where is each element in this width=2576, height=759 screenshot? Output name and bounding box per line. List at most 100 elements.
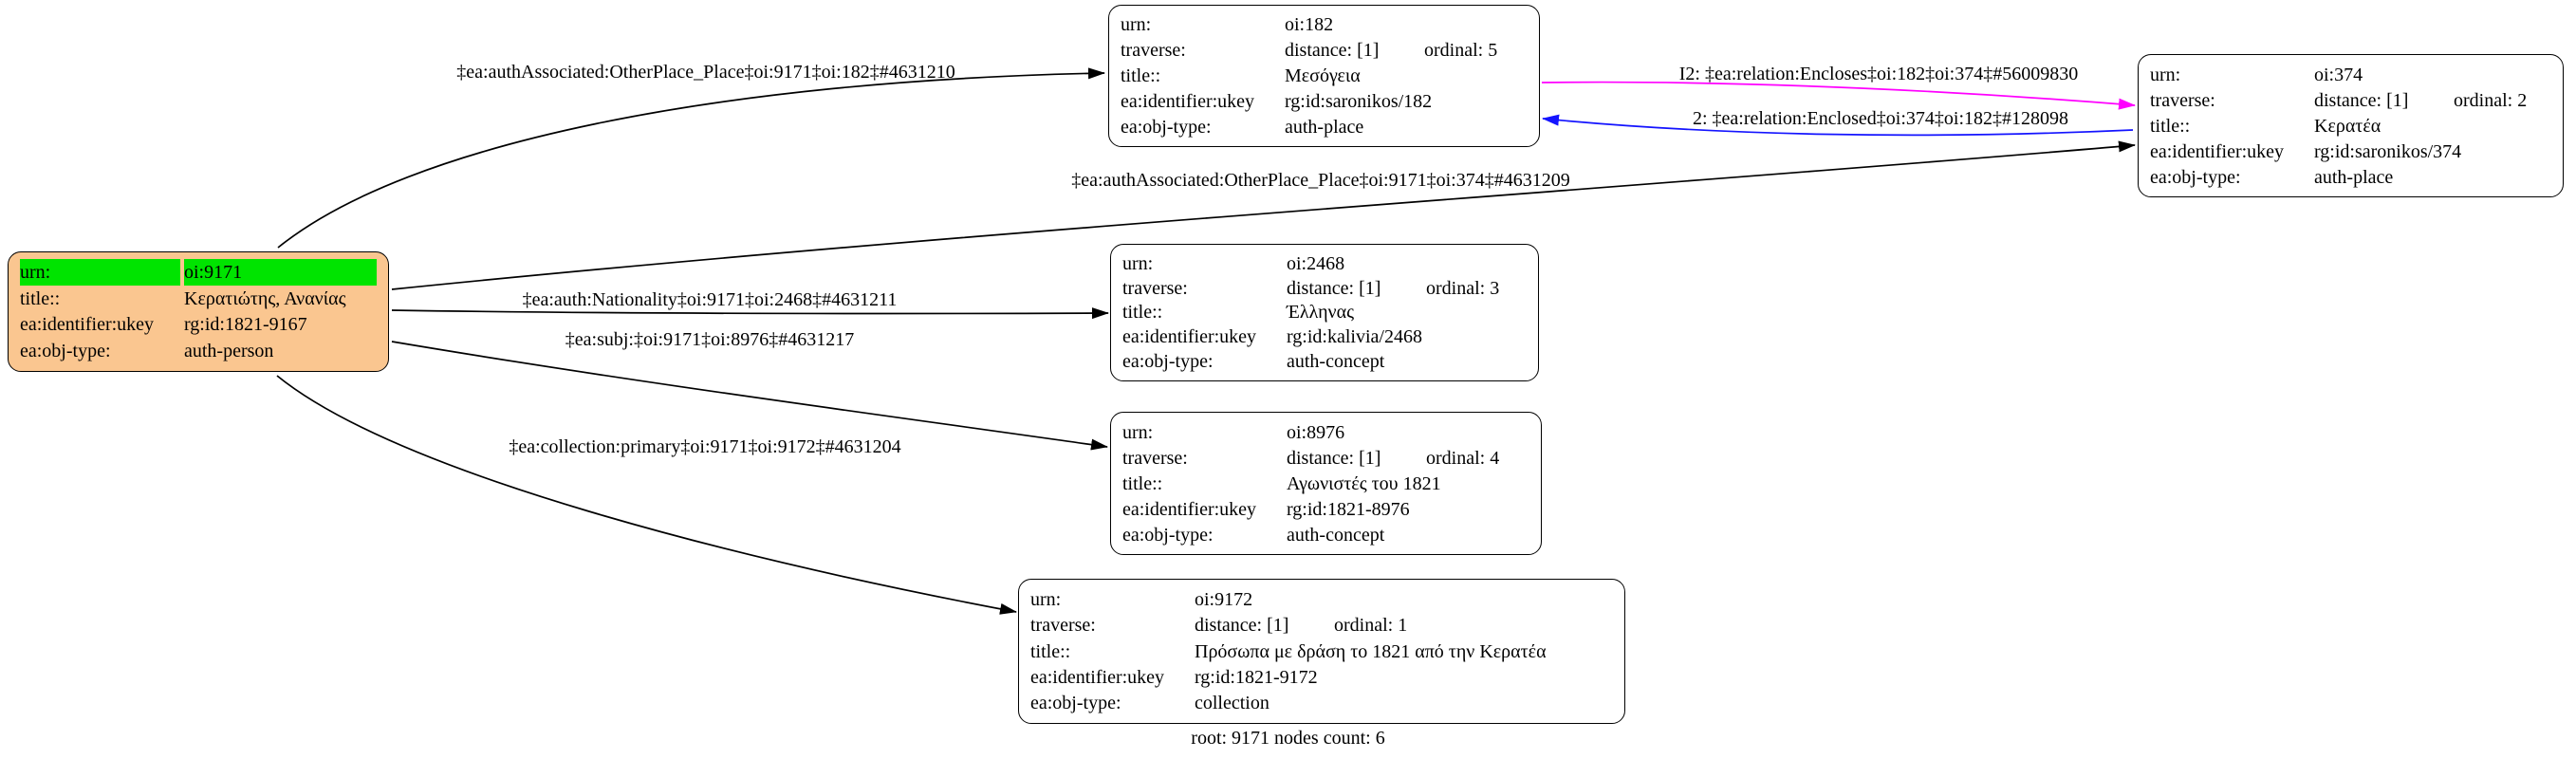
row-value: rg:id:saronikos/182 — [1285, 90, 1433, 112]
row-value-group: distance: [1] ordinal: 3 — [1287, 276, 1527, 301]
node-8976-row-2: title::Αγωνιστές του 1821 — [1122, 471, 1529, 496]
node-182-row-4: ea:obj-type:auth-place — [1121, 114, 1528, 139]
row-value: collection — [1195, 693, 1269, 714]
row-value: auth-concept — [1287, 351, 1385, 373]
edge-9171-182-label: ‡ea:authAssociated:OtherPlace_Place‡oi:9… — [456, 62, 954, 83]
node-9171-row-3: ea:obj-type: auth-person — [20, 338, 377, 364]
row-value-ordinal: ordinal: 1 — [1334, 615, 1408, 637]
edge-9171-9172-line — [276, 375, 1017, 615]
row-value: distance: [1] — [1287, 277, 1381, 299]
node-182-row-2: title::Μεσόγεια — [1121, 64, 1528, 89]
node-9172-row-4: ea:obj-type: collection — [1030, 691, 1613, 716]
row-key: urn: — [20, 259, 180, 286]
node-2468-row-0: urn:oi:2468 — [1122, 251, 1527, 276]
edge-182-374-line — [1541, 81, 2136, 110]
row-key: urn: — [1030, 588, 1062, 610]
row-value: distance: [1] — [2314, 89, 2409, 111]
node-182-row-0: urn: oi:182 — [1121, 12, 1528, 38]
node-2468-row-2: title::Έλληνας — [1122, 301, 1527, 325]
node-182[interactable]: urn: oi:182 traverse: distance: [1] ordinal:… — [1108, 5, 1540, 147]
edge-9171-182-line — [277, 67, 1105, 249]
row-key: ea:identifier:ukey — [20, 314, 155, 336]
row-value: Μεσόγεια — [1285, 65, 1361, 86]
edge-182-374-label: I2: ‡ea:relation:Encloses‡oi:182‡oi:374‡… — [1679, 64, 2079, 84]
row-key: title:: — [1122, 302, 1163, 324]
row-value-ordinal: ordinal: 5 — [1424, 40, 1498, 62]
edge-9171-9172-label: ‡ea:collection:primary‡oi:9171‡oi:9172‡#… — [509, 436, 900, 457]
row-key: traverse: — [1122, 277, 1188, 299]
row-key: urn: — [1121, 14, 1152, 36]
node-8976-row-1: traverse: distance: [1] ordinal: 4 — [1122, 445, 1529, 471]
row-value: rg:id:saronikos/374 — [2314, 140, 2462, 162]
node-182-row-1: traverse: distance: [1] ordinal: 5 — [1121, 38, 1528, 64]
node-374-row-1: traverse: distance: [1] ordinal: 2 — [2150, 87, 2551, 113]
edge-9171-8976-label: ‡ea:subj:‡oi:9171‡oi:8976‡#4631217 — [565, 329, 854, 350]
row-value: rg:id:1821-9167 — [184, 314, 307, 336]
node-8976-row-0: urn:oi:8976 — [1122, 419, 1529, 445]
row-value-group: distance: [1] ordinal: 2 — [2314, 87, 2551, 113]
row-key: ea:identifier:ukey — [1122, 498, 1257, 520]
row-value: oi:9171 — [184, 259, 377, 286]
row-key: title:: — [1030, 640, 1071, 662]
row-key: title:: — [1122, 472, 1163, 494]
row-value: distance: [1] — [1287, 447, 1381, 469]
row-key: ea:obj-type: — [2150, 166, 2241, 188]
row-key: traverse: — [1122, 447, 1188, 469]
node-9172-row-1: traverse:distance: [1]ordinal: 1 — [1030, 612, 1613, 638]
row-key: ea:obj-type: — [1030, 693, 1121, 714]
row-key: ea:obj-type: — [1122, 524, 1214, 546]
row-value-ordinal: ordinal: 4 — [1426, 447, 1500, 469]
edge-9171-8976-line — [391, 341, 1108, 451]
row-value: auth-person — [184, 341, 274, 362]
node-8976-row-4: ea:obj-type:auth-concept — [1122, 522, 1529, 547]
row-value: auth-place — [2314, 166, 2394, 188]
node-374-row-4: ea:obj-type: auth-place — [2150, 164, 2551, 190]
node-374[interactable]: urn: oi:374 traverse: distance: [1] ordinal:… — [2138, 54, 2564, 197]
node-2468-row-1: traverse: distance: [1] ordinal: 3 — [1122, 276, 1527, 301]
edge-9171-2468-label: ‡ea:auth:Nationality‡oi:9171‡oi:2468‡#46… — [523, 289, 898, 310]
node-9171-row-2: ea:identifier:ukey rg:id:1821-9167 — [20, 312, 377, 339]
row-value: auth-place — [1285, 116, 1364, 138]
row-key: traverse: — [1121, 40, 1186, 62]
row-key: ea:identifier:ukey — [2150, 140, 2285, 162]
row-value: Έλληνας — [1287, 302, 1354, 324]
row-key: traverse: — [2150, 89, 2215, 111]
row-value-group: distance: [1] ordinal: 1 — [1195, 612, 1613, 638]
row-key: urn: — [2150, 64, 2181, 85]
edge-9171-374-label: ‡ea:authAssociated:OtherPlace_Place‡oi:9… — [1071, 170, 1569, 191]
row-value-ordinal: ordinal: 2 — [2454, 89, 2528, 111]
row-value: oi:374 — [2314, 64, 2363, 85]
edge-9171-2468-line — [391, 307, 1109, 320]
edge-9171-374-line — [391, 140, 2136, 290]
row-key: urn: — [1122, 421, 1154, 443]
edge-374-182-line — [1542, 114, 2134, 137]
node-2468-row-4: ea:obj-type:auth-concept — [1122, 349, 1527, 374]
row-key: title:: — [2150, 115, 2191, 137]
node-182-row-3: ea:identifier:ukey rg:id:saronikos/182 — [1121, 88, 1528, 114]
node-9172-row-0: urn:oi:9172 — [1030, 586, 1613, 612]
node-9171-row-1: title::Κερατιώτης, Ανανίας — [20, 286, 377, 312]
row-key: ea:identifier:ukey — [1030, 666, 1165, 688]
row-value: distance: [1] — [1195, 615, 1289, 637]
row-key: ea:obj-type: — [20, 341, 111, 362]
row-value: oi:182 — [1285, 14, 1334, 36]
row-value: Αγωνιστές του 1821 — [1287, 472, 1441, 494]
node-374-row-3: ea:identifier:ukey rg:id:saronikos/374 — [2150, 139, 2551, 164]
row-value: rg:id:1821-9172 — [1195, 666, 1318, 688]
row-value: Κερατιώτης, Ανανίας — [184, 287, 346, 309]
node-9172-row-2: title::Πρόσωπα με δράση το 1821 από την … — [1030, 639, 1613, 664]
row-value: distance: [1] — [1285, 40, 1380, 62]
row-key: title:: — [1121, 65, 1161, 86]
node-374-row-2: title::Κερατέα — [2150, 113, 2551, 139]
row-key: ea:identifier:ukey — [1121, 90, 1255, 112]
node-374-row-0: urn: oi:374 — [2150, 62, 2551, 87]
row-value-ordinal: ordinal: 3 — [1426, 277, 1500, 299]
row-value: rg:id:1821-8976 — [1287, 498, 1410, 520]
graph-caption: root: 9171 nodes count: 6 — [1191, 728, 1385, 749]
